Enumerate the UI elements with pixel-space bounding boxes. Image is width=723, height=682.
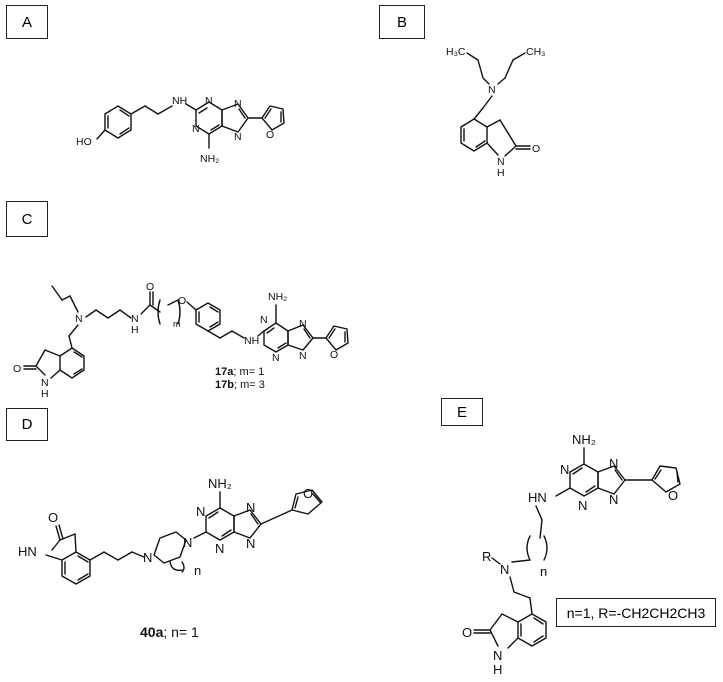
c-amide-h: H <box>131 324 139 336</box>
a-triazole-n2: N <box>234 131 242 143</box>
d-furan-oxygen: O <box>303 486 313 501</box>
c-furan-oxygen: O <box>330 349 338 361</box>
panel-b-text: B <box>396 13 407 31</box>
c-carbonyl-o: O <box>146 281 154 293</box>
d-carbonyl-o: O <box>48 510 58 525</box>
d-piperazine-n1: N <box>143 550 152 565</box>
e-linker-hn: HN <box>528 490 547 505</box>
panel-label-a: A <box>6 5 48 39</box>
d-triazole-n2: N <box>246 536 255 551</box>
b-methyl-left: H₃C <box>446 46 466 58</box>
d-n-subscript: n <box>194 563 201 578</box>
substituent-definition-box: n=1, R=-CH2CH2CH3 <box>556 598 716 627</box>
b-carbonyl-o: O <box>532 143 540 155</box>
e-triazine-n2: N <box>578 498 587 513</box>
e-triazole-n1: N <box>609 456 618 471</box>
structure-e: N N NH₂ N N O HN n N R <box>462 432 681 677</box>
d-triazine-n1: N <box>196 504 205 519</box>
structure-a: HO NH N N NH₂ N N O <box>76 95 285 165</box>
b-lactam-n: N <box>497 156 505 168</box>
e-n-subscript: n <box>540 564 547 579</box>
e-amino-label: NH₂ <box>572 432 596 447</box>
d-piperazine-n2: N <box>183 535 192 550</box>
e-carbonyl-o: O <box>462 625 472 640</box>
panel-d-text: D <box>21 416 33 433</box>
panel-a-text: A <box>21 13 32 31</box>
d-triazine-n2: N <box>215 541 224 556</box>
d-amino-label: NH₂ <box>208 476 232 491</box>
d-triazole-n1: N <box>246 500 255 515</box>
c-m-subscript: m <box>173 319 181 329</box>
a-triazine-n1: N <box>205 95 213 107</box>
c-amine-n: N <box>75 313 83 325</box>
c-lactam-h: H <box>41 388 49 400</box>
panel-label-c: C <box>6 201 48 237</box>
c-caption-17b: 17b; m= 3 <box>215 379 265 391</box>
substituent-definition-text: n=1, R=-CH2CH2CH3 <box>566 604 706 621</box>
e-lactam-h: H <box>493 662 502 677</box>
d-caption: 40a; n= 1 <box>140 624 199 640</box>
e-furan-oxygen: O <box>668 488 678 503</box>
c-linker-nh: NH <box>244 335 259 347</box>
c-amide-n: N <box>131 313 139 325</box>
a-triazine-n2: N <box>192 123 200 135</box>
panel-e-text: E <box>456 403 467 421</box>
c-amino-label: NH₂ <box>268 291 287 303</box>
a-amino-label: NH₂ <box>200 153 219 165</box>
e-triazole-n2: N <box>609 492 618 507</box>
e-triazine-n1: N <box>560 462 569 477</box>
a-furan-oxygen: O <box>266 129 274 141</box>
a-triazole-n1: N <box>234 98 242 110</box>
d-lactam-hn: HN <box>18 544 37 559</box>
c-triazole-n1: N <box>299 318 307 330</box>
c-carbonyl-o2: O <box>13 363 21 375</box>
panel-label-d: D <box>6 408 48 441</box>
structure-c: N N H O m O NH N N NH₂ <box>13 281 349 400</box>
c-caption-17a: 17a; m= 1 <box>215 366 264 378</box>
panel-label-b: B <box>379 5 425 39</box>
panel-c-text: C <box>21 210 33 228</box>
a-amine-label: NH <box>172 95 187 107</box>
c-triazine-n1: N <box>260 314 268 326</box>
e-lactam-n: N <box>493 648 502 663</box>
a-hydroxyl-label: HO <box>76 136 92 148</box>
structure-b: H₃C CH₃ N O N H <box>446 46 545 179</box>
panel-label-e: E <box>441 398 483 426</box>
e-tertiary-n: N <box>500 562 509 577</box>
c-triazole-n2: N <box>299 350 307 362</box>
b-lactam-h: H <box>497 167 505 179</box>
c-triazine-n2: N <box>272 352 280 364</box>
structure-d: O HN N N n N N NH₂ N N <box>18 476 323 585</box>
b-amine-n: N <box>488 84 496 96</box>
c-lactam-n: N <box>41 377 49 389</box>
e-r-group: R <box>482 549 491 564</box>
c-ether-o: O <box>178 295 186 307</box>
b-methyl-right: CH₃ <box>526 46 545 58</box>
